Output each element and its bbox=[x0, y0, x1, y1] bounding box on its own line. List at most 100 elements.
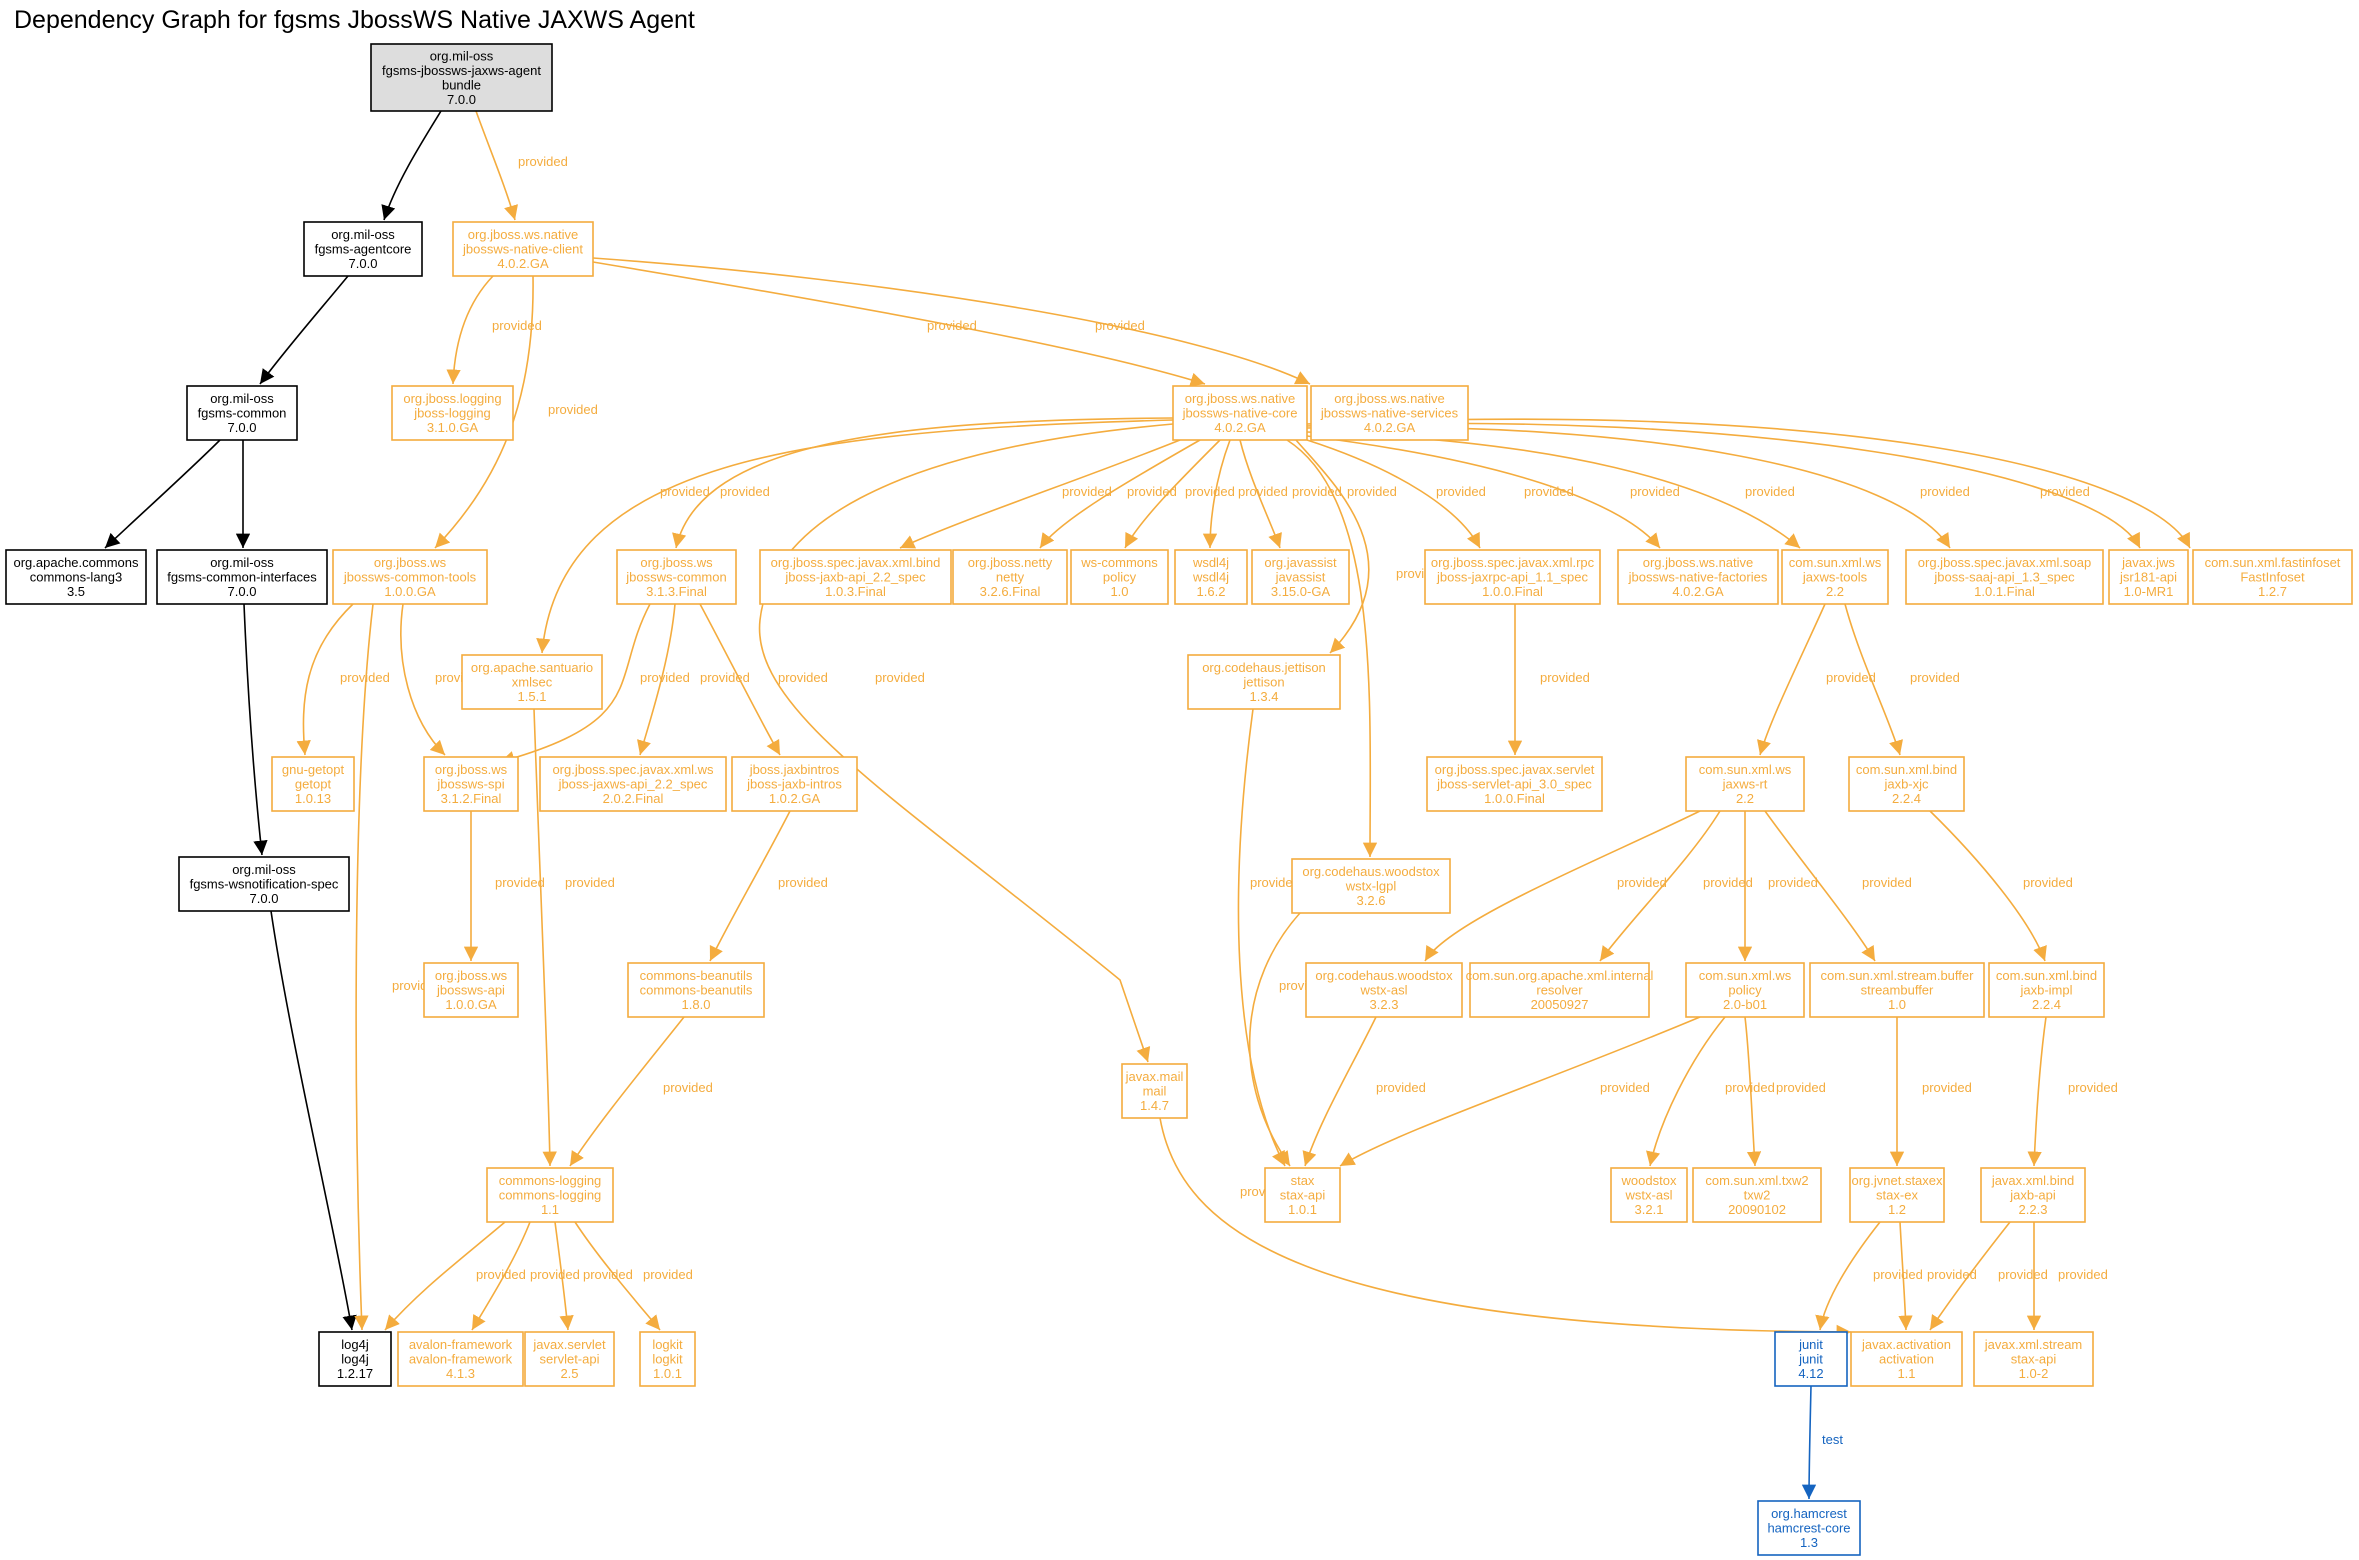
node-label-line: org.codehaus.woodstox bbox=[1302, 864, 1440, 879]
node-label-line: 2.0-b01 bbox=[1723, 997, 1767, 1012]
node-label-line: 1.0.3.Final bbox=[825, 584, 886, 599]
node-label-line: jbossws-native-client bbox=[462, 242, 583, 257]
edge-line bbox=[1306, 439, 1481, 549]
node-box bbox=[639, 1331, 696, 1387]
node-wsnspec: org.mil-ossfgsms-wsnotification-spec7.0.… bbox=[178, 856, 350, 912]
node-label-line: org.jboss.ws.native bbox=[1643, 555, 1754, 570]
node-label-line: jbossws-native-services bbox=[1320, 406, 1459, 421]
edge-line bbox=[1646, 1016, 1726, 1167]
edge-line bbox=[1159, 1117, 1852, 1340]
edge-label: provided bbox=[663, 1080, 713, 1095]
node-label-line: commons-logging bbox=[499, 1173, 602, 1188]
edge-label: provided bbox=[720, 484, 770, 499]
node-label-line: stax bbox=[1291, 1173, 1315, 1188]
edge-line bbox=[1286, 439, 1378, 858]
edge-line bbox=[104, 439, 221, 549]
node-box bbox=[186, 385, 298, 441]
node-label-line: org.hamcrest bbox=[1771, 1506, 1847, 1521]
edge-line bbox=[1764, 810, 1876, 962]
node-label-line: org.jboss.ws bbox=[435, 762, 508, 777]
edge-ncore-to-mail: provided bbox=[758, 423, 1174, 1063]
node-label-line: jaxws-rt bbox=[1722, 777, 1768, 792]
node-box bbox=[1426, 756, 1603, 812]
edge-label: provided bbox=[1524, 484, 1574, 499]
edge-label: provided bbox=[1540, 670, 1590, 685]
node-label-line: 1.0-2 bbox=[2019, 1366, 2049, 1381]
node-label-line: wstx-asl bbox=[1625, 1188, 1673, 1203]
node-label-line: xmlsec bbox=[512, 675, 553, 690]
node-label-line: com.sun.xml.stream.buffer bbox=[1821, 968, 1975, 983]
edge-ncore-to-xmlsec: provided bbox=[536, 419, 1174, 654]
node-box bbox=[1692, 1167, 1822, 1223]
node-label-line: 1.5.1 bbox=[518, 689, 547, 704]
edge-line bbox=[1202, 439, 1231, 549]
graph-title: Dependency Graph for fgsms JbossWS Nativ… bbox=[14, 6, 695, 34]
edge-label: provided bbox=[875, 670, 925, 685]
edge-staxex-to-junit: provided bbox=[1815, 1221, 1923, 1331]
node-label-line: jboss.jaxbintros bbox=[749, 762, 840, 777]
node-label-line: avalon-framework bbox=[409, 1337, 513, 1352]
edge-label: provided bbox=[778, 670, 828, 685]
edge-line bbox=[475, 110, 518, 221]
edge-label: provided bbox=[476, 1267, 526, 1282]
edge-label: provided bbox=[492, 318, 542, 333]
node-label-line: 4.0.2.GA bbox=[1214, 420, 1266, 435]
edge-line bbox=[1744, 1016, 1762, 1167]
node-saajapi: org.jboss.spec.javax.xml.soapjboss-saaj-… bbox=[1905, 549, 2104, 605]
node-label-line: jaxws-tools bbox=[1802, 570, 1868, 585]
edge-line bbox=[2027, 1016, 2047, 1167]
node-label-line: stax-api bbox=[2011, 1352, 2057, 1367]
edges-layer: provided provided provided provided provided… bbox=[104, 110, 2191, 1500]
edge-ncore-to-saajapi: provided bbox=[1306, 426, 1951, 549]
edge-line bbox=[592, 261, 1206, 387]
node-label-line: commons-logging bbox=[499, 1188, 602, 1203]
node-box bbox=[1973, 1331, 2094, 1387]
edge-wstxlgpl-to-staxapi: provided bbox=[1248, 912, 1329, 1167]
edge-jwscommon-to-jwsspi: provided bbox=[499, 603, 690, 766]
node-label-line: jettison bbox=[1242, 675, 1284, 690]
node-label-line: 3.2.6.Final bbox=[980, 584, 1041, 599]
node-label-line: commons-beanutils bbox=[640, 983, 753, 998]
edge-label: provided bbox=[1998, 1267, 2048, 1282]
nodes-layer: org.mil-ossfgsms-jbossws-jaxws-agentbund… bbox=[5, 43, 2353, 1556]
node-label-line: javassist bbox=[1275, 570, 1326, 585]
node-label-line: 1.2 bbox=[1888, 1202, 1906, 1217]
edge-label: provided bbox=[1062, 484, 1112, 499]
edge-line bbox=[1929, 1221, 2011, 1331]
edge-jwscommon-to-jaxbintros: provided bbox=[699, 603, 828, 756]
node-label-line: 20050927 bbox=[1531, 997, 1589, 1012]
node-label-line: 1.0.0.GA bbox=[445, 997, 497, 1012]
node-label-line: fgsms-common-interfaces bbox=[167, 570, 317, 585]
node-box bbox=[1685, 756, 1805, 812]
edge-ncore-to-netty: provided bbox=[1039, 439, 1201, 549]
node-label-line: netty bbox=[996, 570, 1025, 585]
node-box bbox=[271, 756, 355, 812]
node-label-line: wstx-lgpl bbox=[1345, 879, 1397, 894]
node-label-line: org.javassist bbox=[1264, 555, 1337, 570]
node-label-line: 1.0.0.Final bbox=[1482, 584, 1543, 599]
edge-label: provided bbox=[660, 484, 710, 499]
edge-line bbox=[400, 603, 446, 756]
node-label-line: 1.0 bbox=[1110, 584, 1128, 599]
node-box bbox=[2192, 549, 2353, 605]
node-label-line: resolver bbox=[1536, 983, 1583, 998]
edge-label: provided bbox=[1927, 1267, 1977, 1282]
node-box bbox=[1849, 1167, 1945, 1223]
node-box bbox=[486, 1167, 614, 1223]
node-box bbox=[1174, 549, 1248, 605]
node-label-line: org.codehaus.woodstox bbox=[1315, 968, 1453, 983]
edge-line bbox=[270, 910, 357, 1331]
node-label-line: javax.jws bbox=[2121, 555, 2175, 570]
edge-label: provided bbox=[1922, 1080, 1972, 1095]
edge-nclient-to-jlogging: provided bbox=[446, 275, 542, 385]
node-label-line: jboss-servlet-api_3.0_spec bbox=[1436, 777, 1592, 792]
